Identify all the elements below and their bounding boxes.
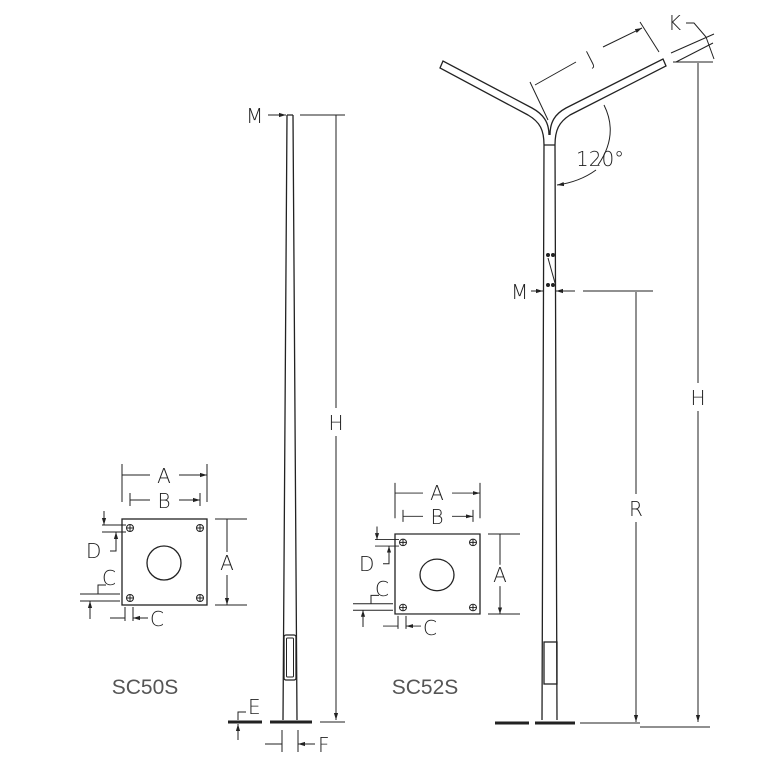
dim-b-label: B — [157, 489, 170, 513]
dim-j-label: J — [582, 46, 598, 70]
dim-a-label: A — [493, 563, 507, 587]
dim-m-label: M — [246, 104, 263, 128]
dim-a-label: A — [157, 464, 171, 488]
dim-c-label: C — [375, 577, 389, 601]
dim-a-label: A — [430, 481, 444, 505]
single-pole: M H E F — [228, 104, 345, 757]
angle-label: 120° — [576, 147, 624, 171]
dim-b-label: B — [430, 505, 443, 529]
model-label-sc52s: SC52S — [392, 676, 459, 699]
dim-r-label: R — [629, 497, 643, 521]
dim-d-label: D — [359, 552, 374, 576]
dim-h-label: H — [328, 411, 343, 435]
base-plate-sc50s: A B A D C C — [80, 464, 247, 631]
dim-m-label: M — [511, 280, 528, 304]
dim-c-label: C — [423, 616, 437, 640]
dim-f-label: F — [318, 733, 330, 757]
dim-a-label: A — [220, 551, 234, 575]
dim-k-label: K — [668, 11, 681, 35]
dim-c-label: C — [102, 566, 116, 590]
dim-c-label: C — [150, 607, 164, 631]
model-label-sc50s: SC50S — [112, 676, 179, 699]
dim-h-label: H — [690, 386, 705, 410]
dim-d-label: D — [86, 539, 101, 563]
dim-e-label: E — [248, 695, 261, 719]
double-arm-pole: M R H J K 120° — [439, 11, 715, 727]
